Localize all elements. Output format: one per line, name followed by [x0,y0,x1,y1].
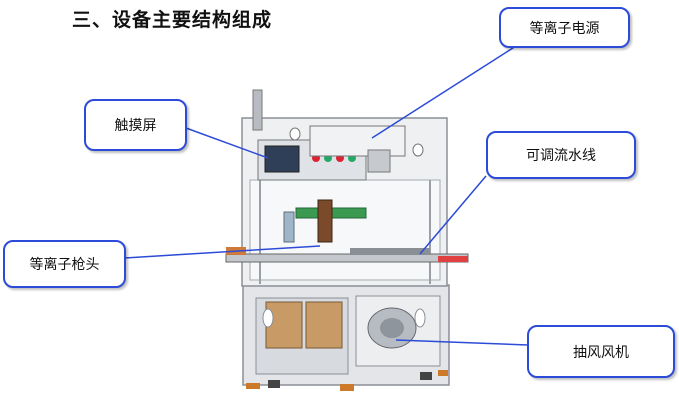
callout-exhaust-fan: 抽风风机 [527,325,675,378]
conveyor-belt [225,253,469,263]
touch-screen-display [264,145,300,173]
callout-plasma-power: 等离子电源 [499,7,630,48]
exhaust-pipe [252,89,263,131]
plasma-gun-head [317,199,333,243]
cabinet-door-right [305,301,343,349]
caster-wheels [246,370,448,391]
callout-touch-screen: 触摸屏 [84,99,187,151]
callout-conveyor-line: 可调流水线 [486,131,636,179]
diagram-title: 三、设备主要结构组成 [72,9,273,31]
callout-plasma-gun: 等离子枪头 [3,240,126,288]
plasma-power-box [309,125,406,157]
